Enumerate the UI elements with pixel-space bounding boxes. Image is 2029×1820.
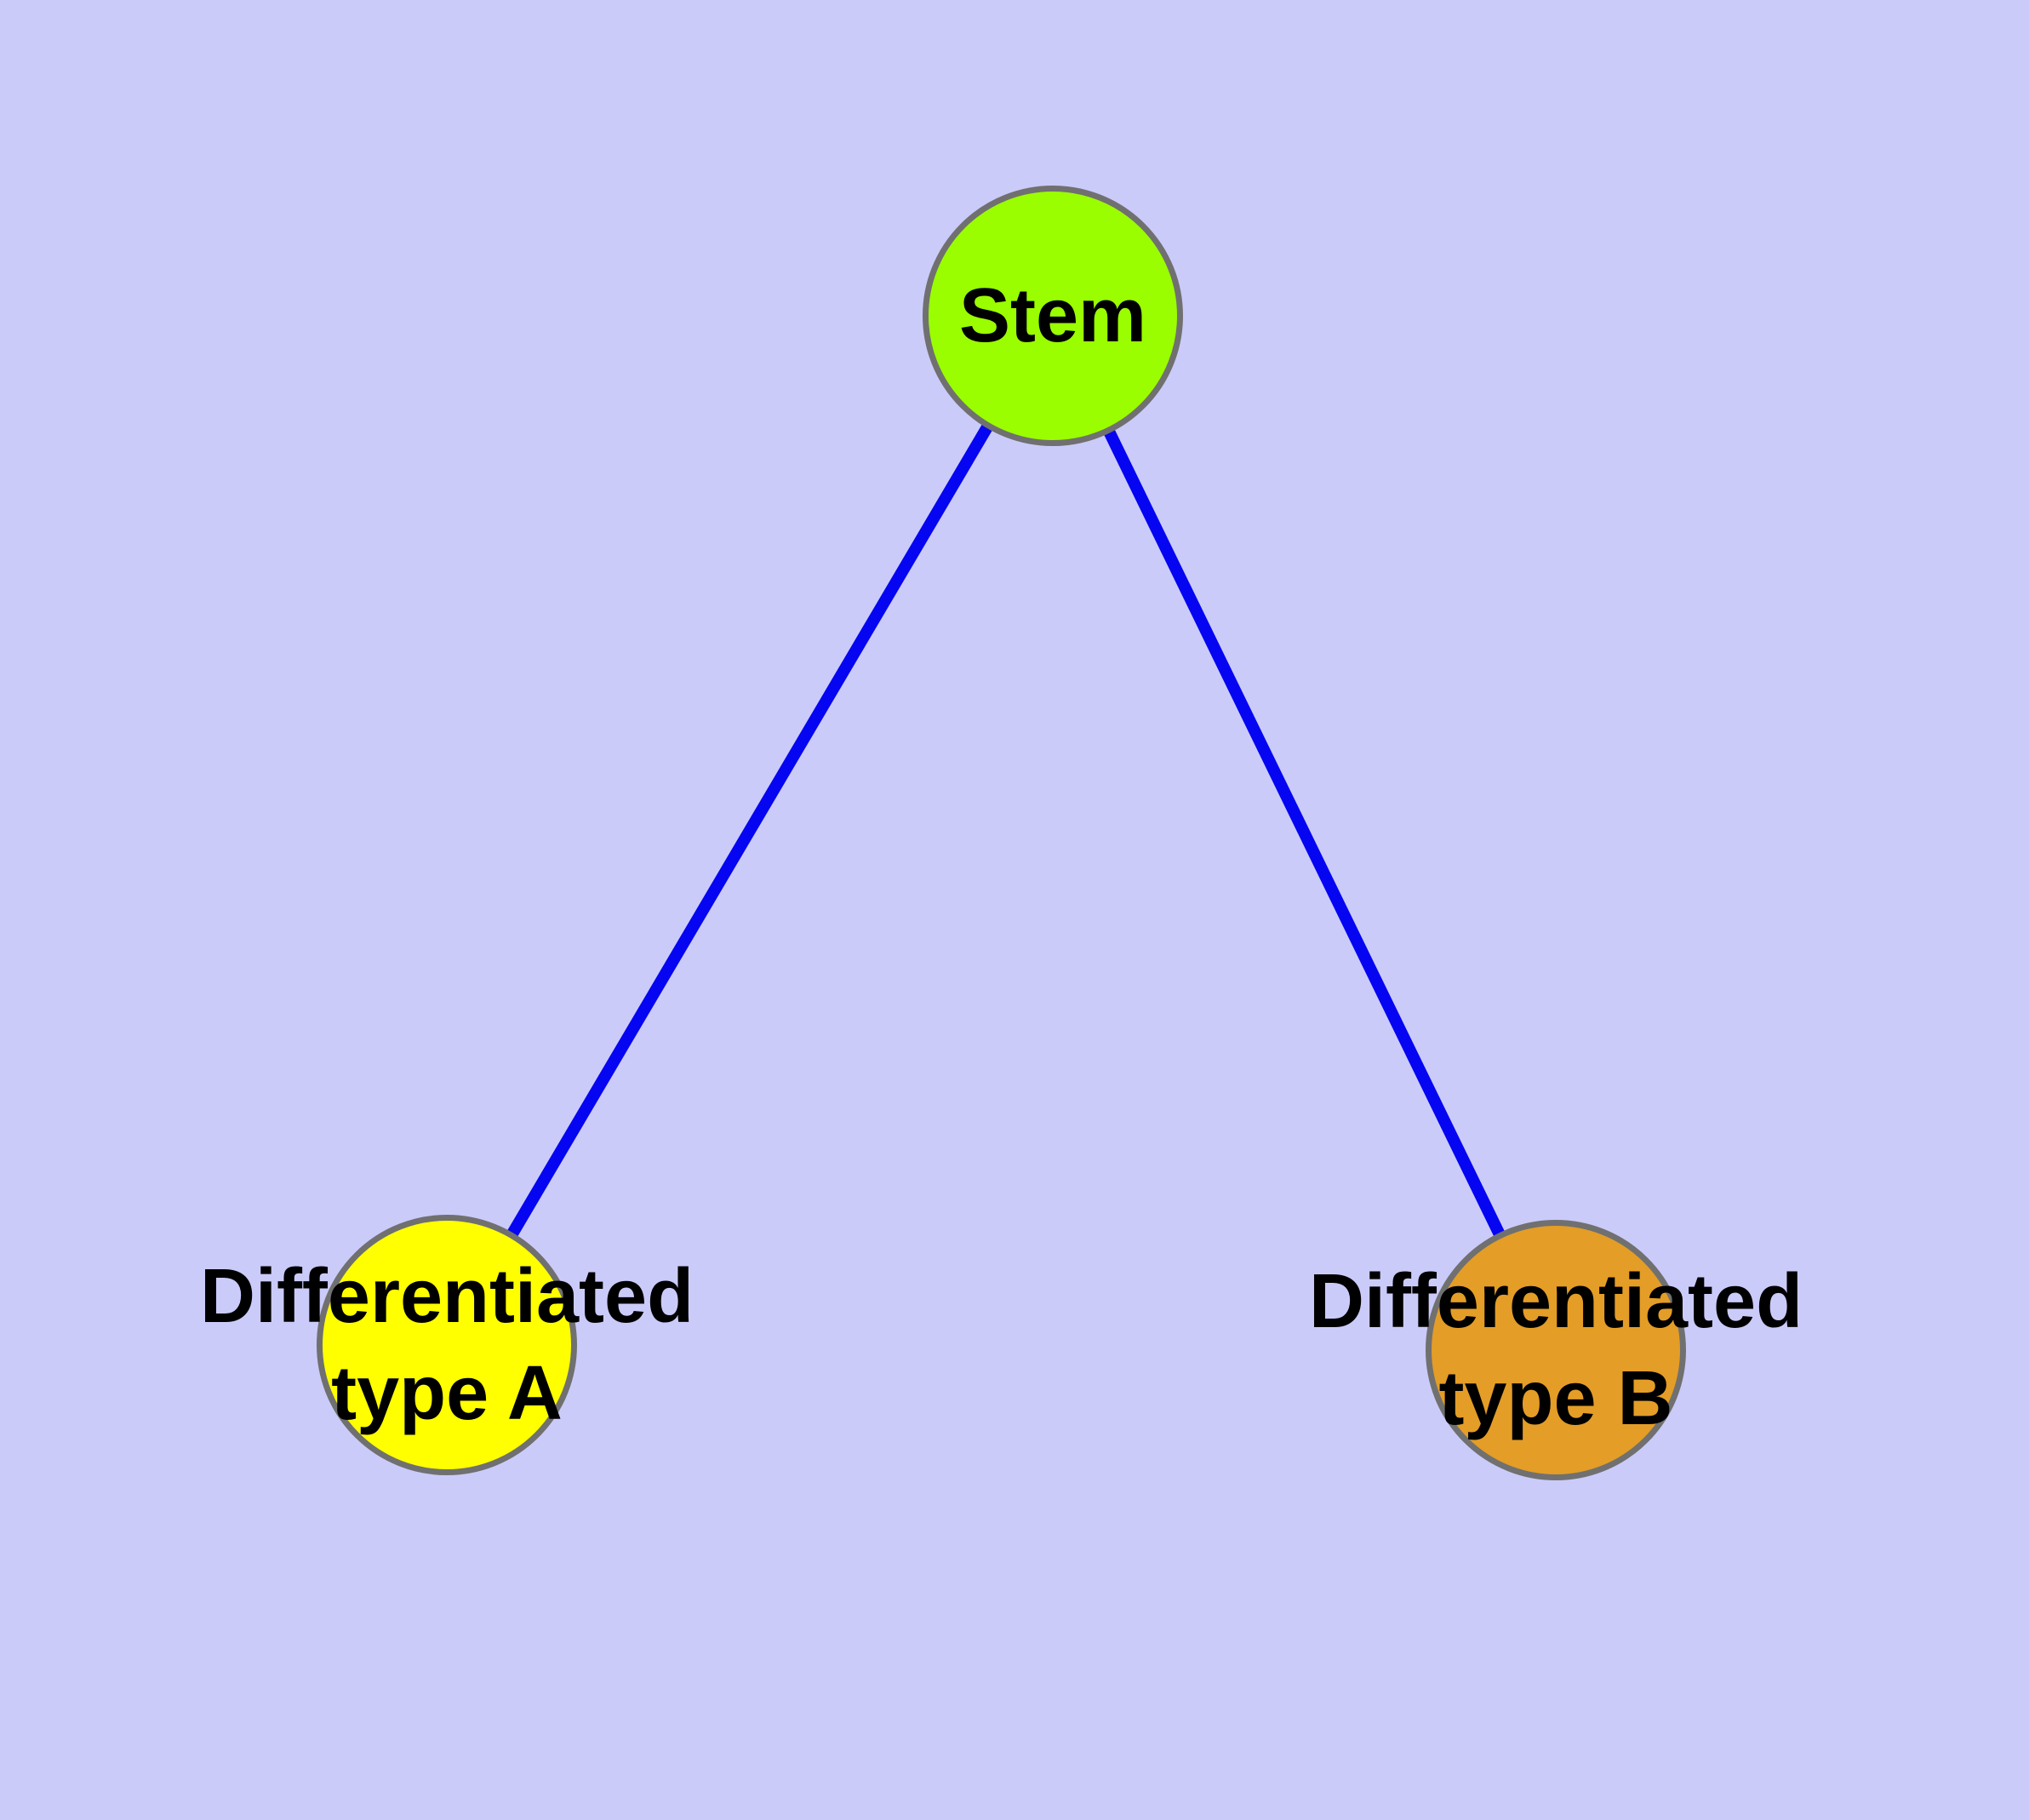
node-differentiated-type-a[interactable]: Differentiated type A xyxy=(200,1215,694,1475)
type-a-node-label: Differentiated type A xyxy=(200,1248,694,1442)
type-b-node-label: Differentiated type B xyxy=(1309,1253,1803,1447)
node-stem[interactable]: Stem xyxy=(923,186,1183,446)
stem-node-label-line: Stem xyxy=(958,273,1147,358)
edge-stem-to-type-b xyxy=(1047,312,1562,1354)
node-differentiated-type-b[interactable]: Differentiated type B xyxy=(1309,1220,1803,1480)
type-a-node-label-line-2: type A xyxy=(331,1351,563,1436)
type-a-node-label-line-1: Differentiated xyxy=(199,1254,694,1339)
type-b-node-label-line-2: type B xyxy=(1438,1356,1673,1441)
stem-node-label: Stem xyxy=(959,267,1146,364)
edge-stem-to-type-a xyxy=(441,312,1059,1348)
type-b-node-label-line-1: Differentiated xyxy=(1308,1259,1803,1344)
